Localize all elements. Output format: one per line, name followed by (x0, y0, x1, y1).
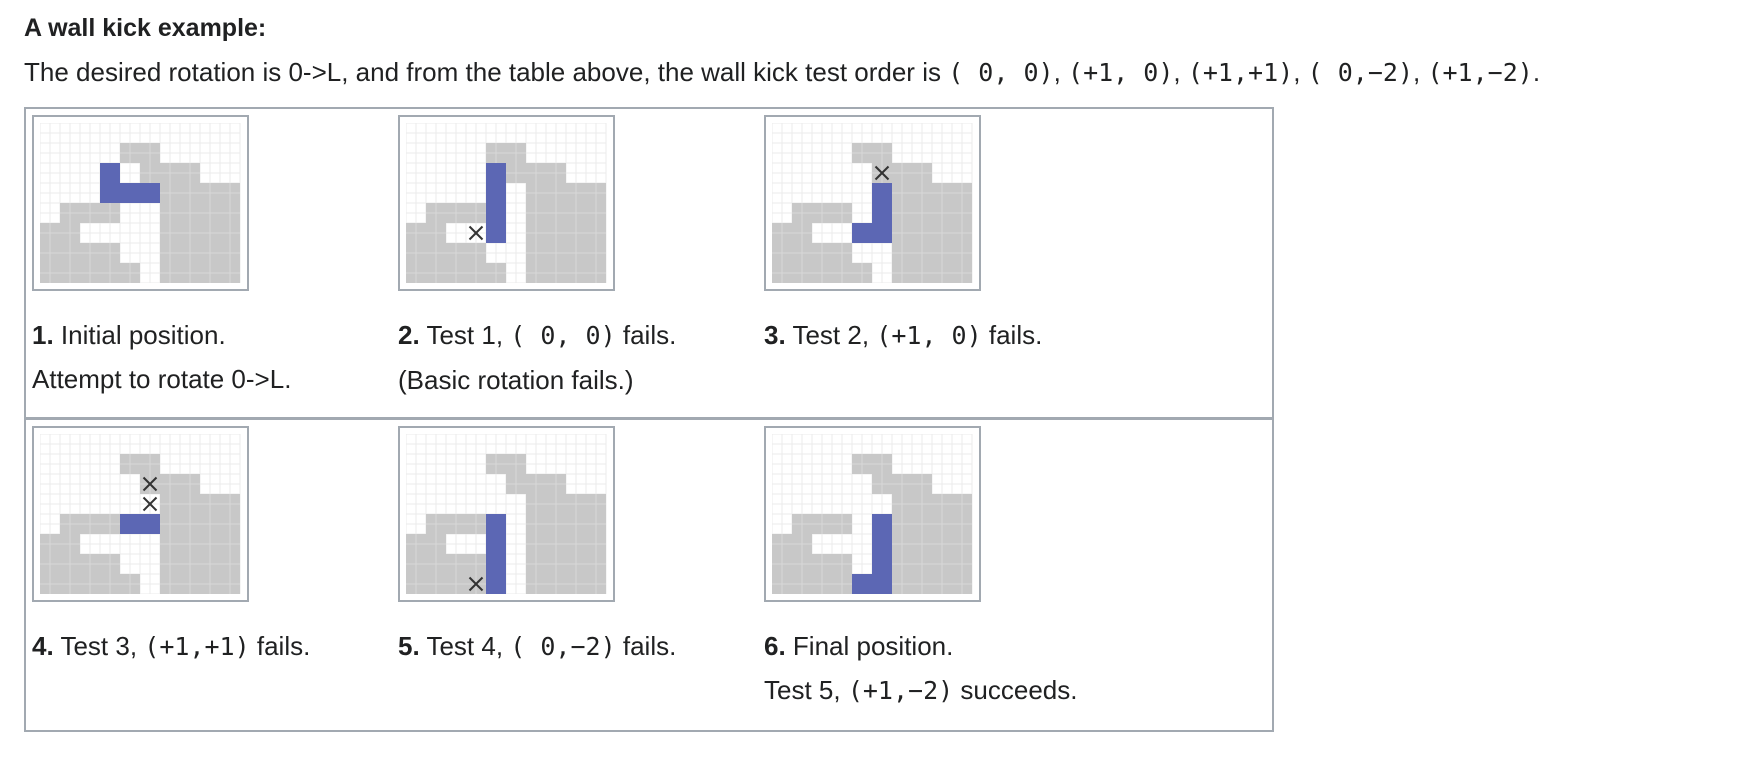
tetris-board-5 (406, 434, 607, 594)
caption-text: fails. (615, 631, 677, 661)
intro-sep: , (1293, 57, 1308, 87)
piece-cell (872, 554, 892, 574)
board-thumbnail-2[interactable] (398, 115, 615, 291)
wall-kick-gallery: 1. Initial position. Attempt to rotate 0… (24, 107, 1274, 732)
intro-sep: , (1173, 57, 1188, 87)
caption-number: 2. (398, 320, 420, 350)
piece-cell (852, 574, 872, 594)
tetris-board-1 (40, 123, 241, 283)
piece-cell (486, 514, 506, 534)
intro-test-2: (+1, 0) (1068, 58, 1174, 87)
piece-cell (872, 514, 892, 534)
piece-cell (872, 223, 892, 243)
caption-number: 5. (398, 631, 420, 661)
caption-3: 3. Test 2, (+1, 0) fails. (764, 313, 1042, 358)
intro-test-3: (+1,+1) (1187, 58, 1294, 87)
tetris-board-6 (772, 434, 973, 594)
piece-cell (486, 554, 506, 574)
caption-text: fails. (249, 631, 311, 661)
intro-test-4: ( 0,−2) (1307, 58, 1413, 87)
board-thumbnail-3[interactable] (764, 115, 981, 291)
collision-cross-icon (468, 225, 484, 241)
caption-text: Test 4, (426, 631, 511, 661)
intro-test-1: ( 0, 0) (948, 58, 1054, 87)
intro-paragraph: The desired rotation is 0->L, and from t… (24, 54, 1540, 91)
piece-cell (486, 223, 506, 243)
piece-cell (486, 534, 506, 554)
caption-number: 6. (764, 631, 786, 661)
collision-cross-icon (142, 476, 158, 492)
caption-5: 5. Test 4, ( 0,−2) fails. (398, 624, 676, 669)
tetris-board-4 (40, 434, 241, 594)
board-thumbnail-1[interactable] (32, 115, 249, 291)
caption-offset: ( 0,−2) (510, 632, 616, 661)
collision-cross-icon (468, 576, 484, 592)
piece-cell (872, 574, 892, 594)
piece-cell (872, 534, 892, 554)
caption-4: 4. Test 3, (+1,+1) fails. (32, 624, 310, 669)
piece-cell (140, 514, 160, 534)
piece-cell (486, 163, 506, 183)
caption-text: Test 2, (792, 320, 877, 350)
intro-sep: , (1413, 57, 1428, 87)
piece-cell (100, 163, 120, 183)
caption-1: 1. Initial position. Attempt to rotate 0… (32, 313, 291, 401)
caption-offset: (+1,+1) (144, 632, 250, 661)
section-heading: A wall kick example: (24, 14, 267, 42)
caption-offset: (+1,−2) (847, 676, 954, 705)
row-divider (26, 417, 1272, 420)
intro-text: The desired rotation is 0->L, and from t… (24, 57, 949, 87)
caption-text: Initial position. (60, 320, 226, 350)
piece-cell (140, 183, 160, 203)
caption-6: 6. Final position. Test 5, (+1,−2) succe… (764, 624, 1077, 713)
caption-number: 3. (764, 320, 786, 350)
board-thumbnail-5[interactable] (398, 426, 615, 602)
board-thumbnail-6[interactable] (764, 426, 981, 602)
tetris-board-2 (406, 123, 607, 283)
caption-text: fails. (615, 320, 677, 350)
piece-cell (486, 574, 506, 594)
collision-cross-icon (874, 165, 890, 181)
caption-line2: (Basic rotation fails.) (398, 365, 634, 395)
caption-text: Test 3, (60, 631, 145, 661)
piece-cell (872, 183, 892, 203)
caption-number: 4. (32, 631, 54, 661)
piece-cell (852, 223, 872, 243)
caption-text: fails. (981, 320, 1043, 350)
tetris-board-3 (772, 123, 973, 283)
intro-end: . (1532, 57, 1541, 87)
caption-text: succeeds. (953, 675, 1078, 705)
piece-cell (872, 203, 892, 223)
piece-cell (120, 514, 140, 534)
caption-number: 1. (32, 320, 54, 350)
piece-cell (100, 183, 120, 203)
caption-text: Test 5, (764, 675, 848, 705)
caption-text: Final position. (792, 631, 954, 661)
board-thumbnail-4[interactable] (32, 426, 249, 602)
caption-offset: (+1, 0) (876, 321, 982, 350)
caption-2: 2. Test 1, ( 0, 0) fails. (Basic rotatio… (398, 313, 676, 402)
intro-test-5: (+1,−2) (1427, 58, 1533, 87)
piece-cell (486, 183, 506, 203)
caption-offset: ( 0, 0) (510, 321, 616, 350)
piece-cell (120, 183, 140, 203)
collision-cross-icon (142, 496, 158, 512)
caption-line2: Attempt to rotate 0->L. (32, 364, 292, 394)
caption-text: Test 1, (426, 320, 511, 350)
intro-sep: , (1053, 57, 1069, 87)
piece-cell (486, 203, 506, 223)
